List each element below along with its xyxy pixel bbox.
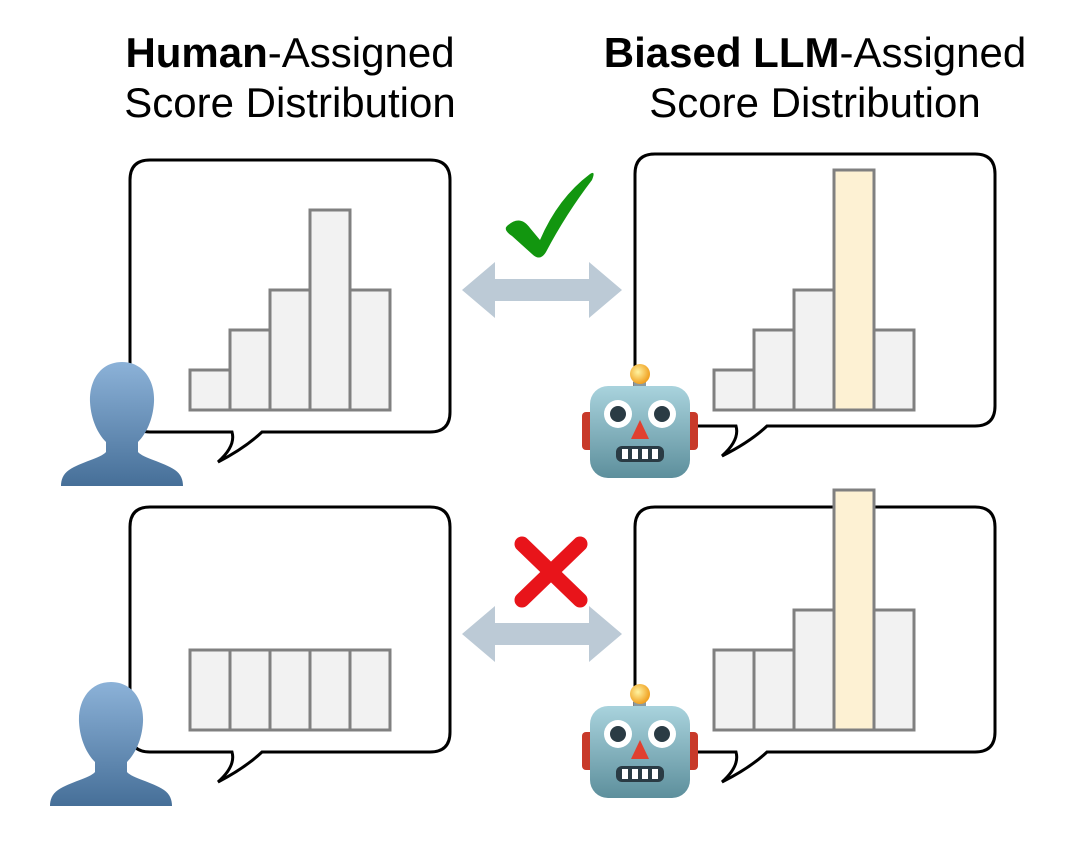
llm-histogram-bar [752,648,796,732]
human-histogram-bar [308,208,352,412]
llm-histogram-bar [872,328,916,412]
llm-histogram-top [712,168,916,412]
check-icon [505,172,594,258]
human-title-bold: Human [125,29,268,76]
human-histogram-bar [268,288,312,412]
llm-histogram-bar [792,288,836,412]
human-histogram-bar [348,648,392,732]
llm-title: Biased LLM-Assigned Score Distribution [560,28,1070,128]
llm-histogram-bar [712,368,756,412]
double-arrow-bottom [462,606,622,662]
human-silhouette-icon [50,682,172,806]
llm-histogram-bar-highlighted [832,488,876,732]
human-histogram-bar [188,648,232,732]
human-histogram-bottom [188,648,392,732]
human-histogram-bar [228,648,272,732]
human-silhouette-icon [61,362,183,486]
double-arrow-top [462,262,622,318]
human-bubble-bottom [128,505,452,784]
llm-histogram-bar [872,608,916,732]
human-histogram-bar [228,328,272,412]
llm-histogram-bottom [712,488,916,732]
llm-title-rest: -Assigned [839,29,1027,76]
human-title-rest: -Assigned [267,29,455,76]
llm-histogram-bar [752,328,796,412]
human-histogram-bar [188,368,232,412]
human-title-line2: Score Distribution [124,79,456,126]
llm-title-bold: Biased LLM [603,29,840,76]
human-histogram-bar [308,648,352,732]
human-histogram-top [188,208,392,412]
llm-histogram-bar [792,608,836,732]
llm-histogram-bar [712,648,756,732]
cross-icon [514,536,588,608]
robot-icon [582,364,698,478]
llm-title-line2: Score Distribution [649,79,981,126]
human-histogram-bar [268,648,312,732]
human-title: Human-Assigned Score Distribution [80,28,500,128]
robot-icon [582,684,698,798]
human-histogram-bar [348,288,392,412]
llm-histogram-bar-highlighted [832,168,876,412]
